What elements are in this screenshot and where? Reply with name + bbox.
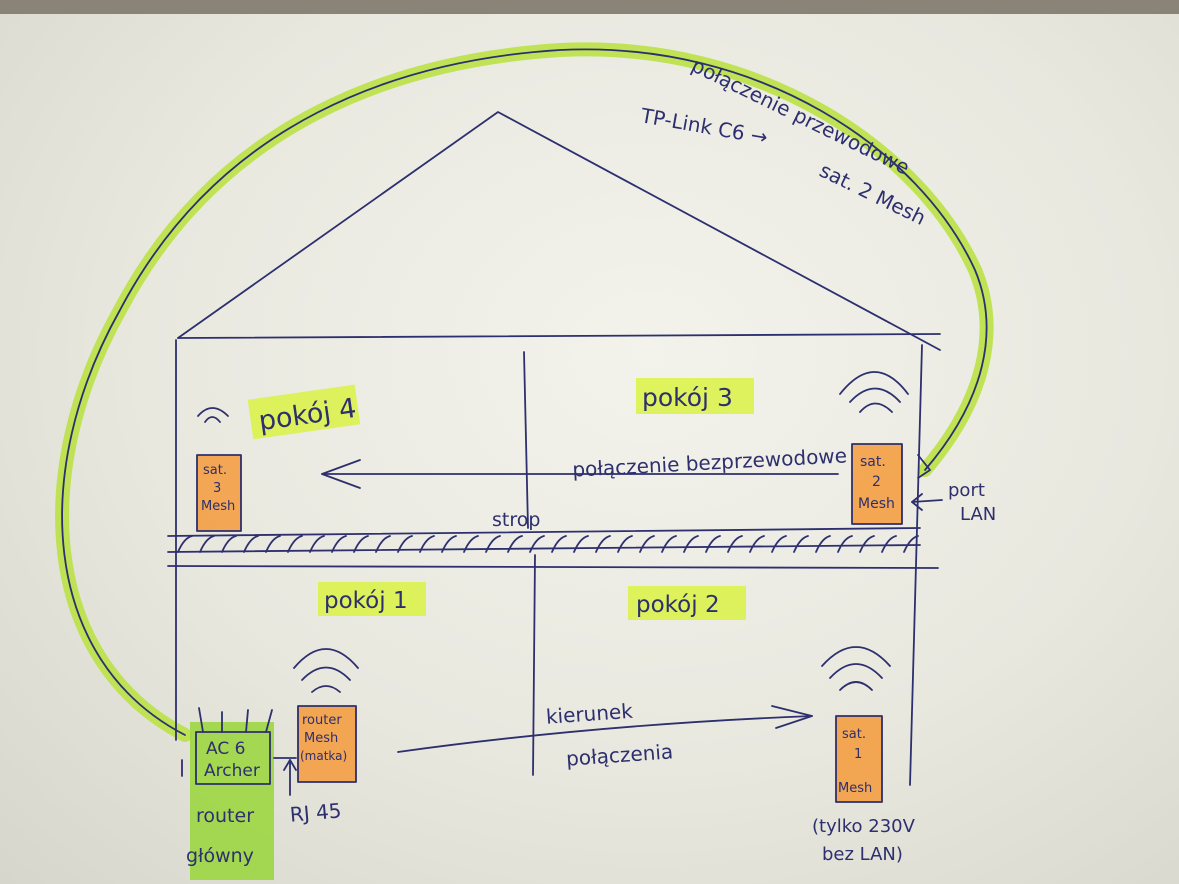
hatch-stroke [727,535,743,553]
sat3-device: sat. 3 Mesh [196,407,242,532]
hatch-stroke [287,535,303,553]
room1-label: pokój 1 [324,588,408,614]
ceiling-label: strop [492,509,540,531]
sat3-line1: sat. [203,463,227,478]
hatch-stroke [441,535,457,553]
hatch-stroke [749,535,765,553]
direction-label-2: połączenia [565,739,674,770]
hatch-stroke [199,535,215,553]
roof-outline [177,111,941,351]
direction-label-1: kierunek [545,699,634,729]
hatch-stroke [815,535,831,553]
table-edge [0,0,1179,14]
hatch-stroke [705,535,721,553]
sat1-device: sat. 1 Mesh [821,646,891,803]
hatch-stroke [507,535,523,553]
hatch-stroke [639,535,655,553]
rj45-pointer-head [283,759,297,771]
wired-detail-1: TP-Link C6 → [638,103,769,149]
ac6-archer-router: AC 6 Archer router główny [181,707,297,880]
ceiling-slab-bottom [167,544,921,553]
hatch-stroke [177,535,193,553]
sat2-line2: 2 [872,474,881,490]
hatch-stroke [397,535,413,553]
hatch-stroke [573,535,589,553]
center-wall-lower [532,554,536,776]
direction-arrow [397,715,813,753]
mesh-router-device: router Mesh (matka) [293,648,359,783]
ceiling-slab-top [167,527,921,537]
hatch-stroke [243,535,259,553]
hatch-stroke [551,535,567,553]
hatch-stroke [419,535,435,553]
wired-detail-2: sat. 2 Mesh [816,158,930,230]
mesh-router-line1: router [302,713,342,728]
wifi-waves-icon [859,402,893,413]
room2-highlight [628,586,746,620]
hatch-stroke [309,535,325,553]
sat1-line2: 1 [854,747,862,762]
hatch-stroke [661,535,677,553]
wifi-waves-icon [839,681,873,691]
hatch-stroke [595,535,611,553]
hatch-stroke [837,535,853,553]
sat2-line3: Mesh [858,496,895,512]
port-lan-label-1: port [948,480,985,501]
hatch-stroke [265,535,281,553]
cable-end-arrow [917,454,931,479]
wired-cable-line [61,48,988,736]
port-lan-arrow [911,499,943,503]
hatch-stroke [793,535,809,553]
sat3-line3: Mesh [201,499,235,514]
sat1-line3: Mesh [838,781,872,796]
sat3-line2: 3 [213,481,221,496]
hatch-stroke [375,535,391,553]
room3-label: pokój 3 [642,383,733,412]
main-router-line2: główny [186,845,254,867]
sat1-line1: sat. [842,727,866,742]
ceiling-hatch [177,535,919,553]
room4-highlight [247,384,361,440]
center-wall-upper [523,351,529,529]
hatch-stroke [903,535,919,553]
sat1-note-line2: bez LAN) [822,844,903,865]
ac6-line2: Archer [204,761,260,781]
ac6-line1: AC 6 [206,739,245,759]
room1-highlight [318,582,426,616]
hatch-stroke [617,535,633,553]
hatch-stroke [881,535,897,553]
sat2-device: sat. 2 Mesh [839,371,909,525]
room2-label: pokój 2 [636,592,720,618]
hatch-stroke [529,535,545,553]
top-floor-line [177,333,941,339]
hatch-stroke [683,535,699,553]
direction-arrow-head [771,705,813,729]
hatch-stroke [771,535,787,553]
ceiling-slab-lower-line [167,565,939,569]
hatch-stroke [485,535,501,553]
wireless-arrow-head [321,459,361,489]
hatch-stroke [221,535,237,553]
wireless-link-label: połączenie bezprzewodowe [572,443,848,481]
hatch-stroke [353,535,369,553]
hatch-stroke [463,535,479,553]
sat1-note-line1: (tylko 230V [812,816,916,837]
hatch-stroke [859,535,875,553]
hatch-stroke [331,535,347,553]
room3-highlight [636,378,754,414]
main-router-line1: router [196,805,254,827]
port-lan-arrow-head [911,493,923,511]
port-lan-label-2: LAN [960,504,996,525]
mesh-router-line2: Mesh [304,731,338,746]
mesh-router-line3: (matka) [300,749,347,763]
sat2-line1: sat. [860,454,886,470]
right-wall [909,344,923,786]
rj45-label: RJ 45 [289,798,343,826]
